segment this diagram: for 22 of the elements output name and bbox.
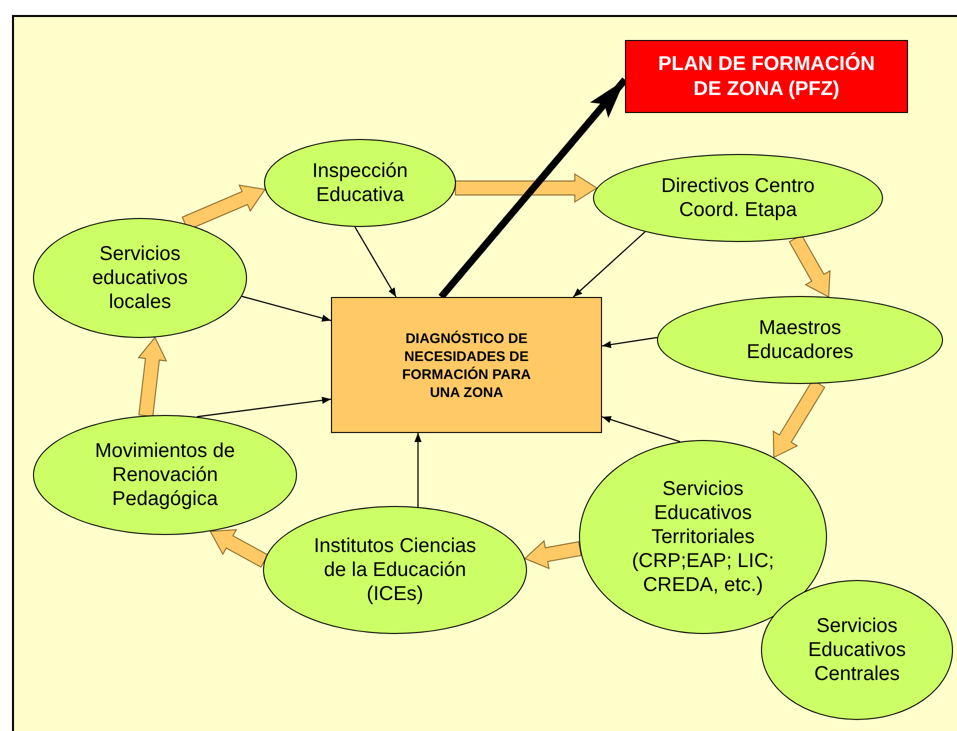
node-label: Movimientos de Renovación Pedagógica	[94, 439, 236, 511]
block-arrow	[138, 336, 168, 417]
node-label: Maestros Educadores	[746, 316, 854, 364]
block-arrow	[454, 173, 598, 203]
block-arrow	[209, 529, 268, 568]
node-label: Directivos Centro Coord. Etapa	[660, 174, 816, 222]
node-label: DIAGNÓSTICO DE NECESIDADES DE FORMACIÓN PARA UNA ZONA	[401, 328, 532, 402]
arrow	[242, 296, 332, 322]
arrow	[196, 396, 332, 418]
node-label: Servicios Educativos Centrales	[807, 614, 907, 686]
node-label: PLAN DE FORMACIÓN DE ZONA (PFZ)	[657, 52, 876, 102]
arrow	[572, 231, 646, 298]
process-box	[331, 297, 602, 433]
title-box	[625, 40, 908, 113]
arrow	[354, 226, 397, 298]
node-label: Servicios educativos locales	[91, 242, 189, 314]
node-label: Inspección Educativa	[311, 159, 409, 207]
node-label: Servicios Educativos Territoriales (CRP;EAP; LIC; CREDA, etc.)	[630, 477, 776, 597]
node-label: Institutos Ciencias de la Educación (ICEs)	[312, 534, 478, 606]
block-arrow	[524, 540, 582, 570]
arrow	[602, 336, 658, 348]
arrow	[414, 433, 422, 507]
